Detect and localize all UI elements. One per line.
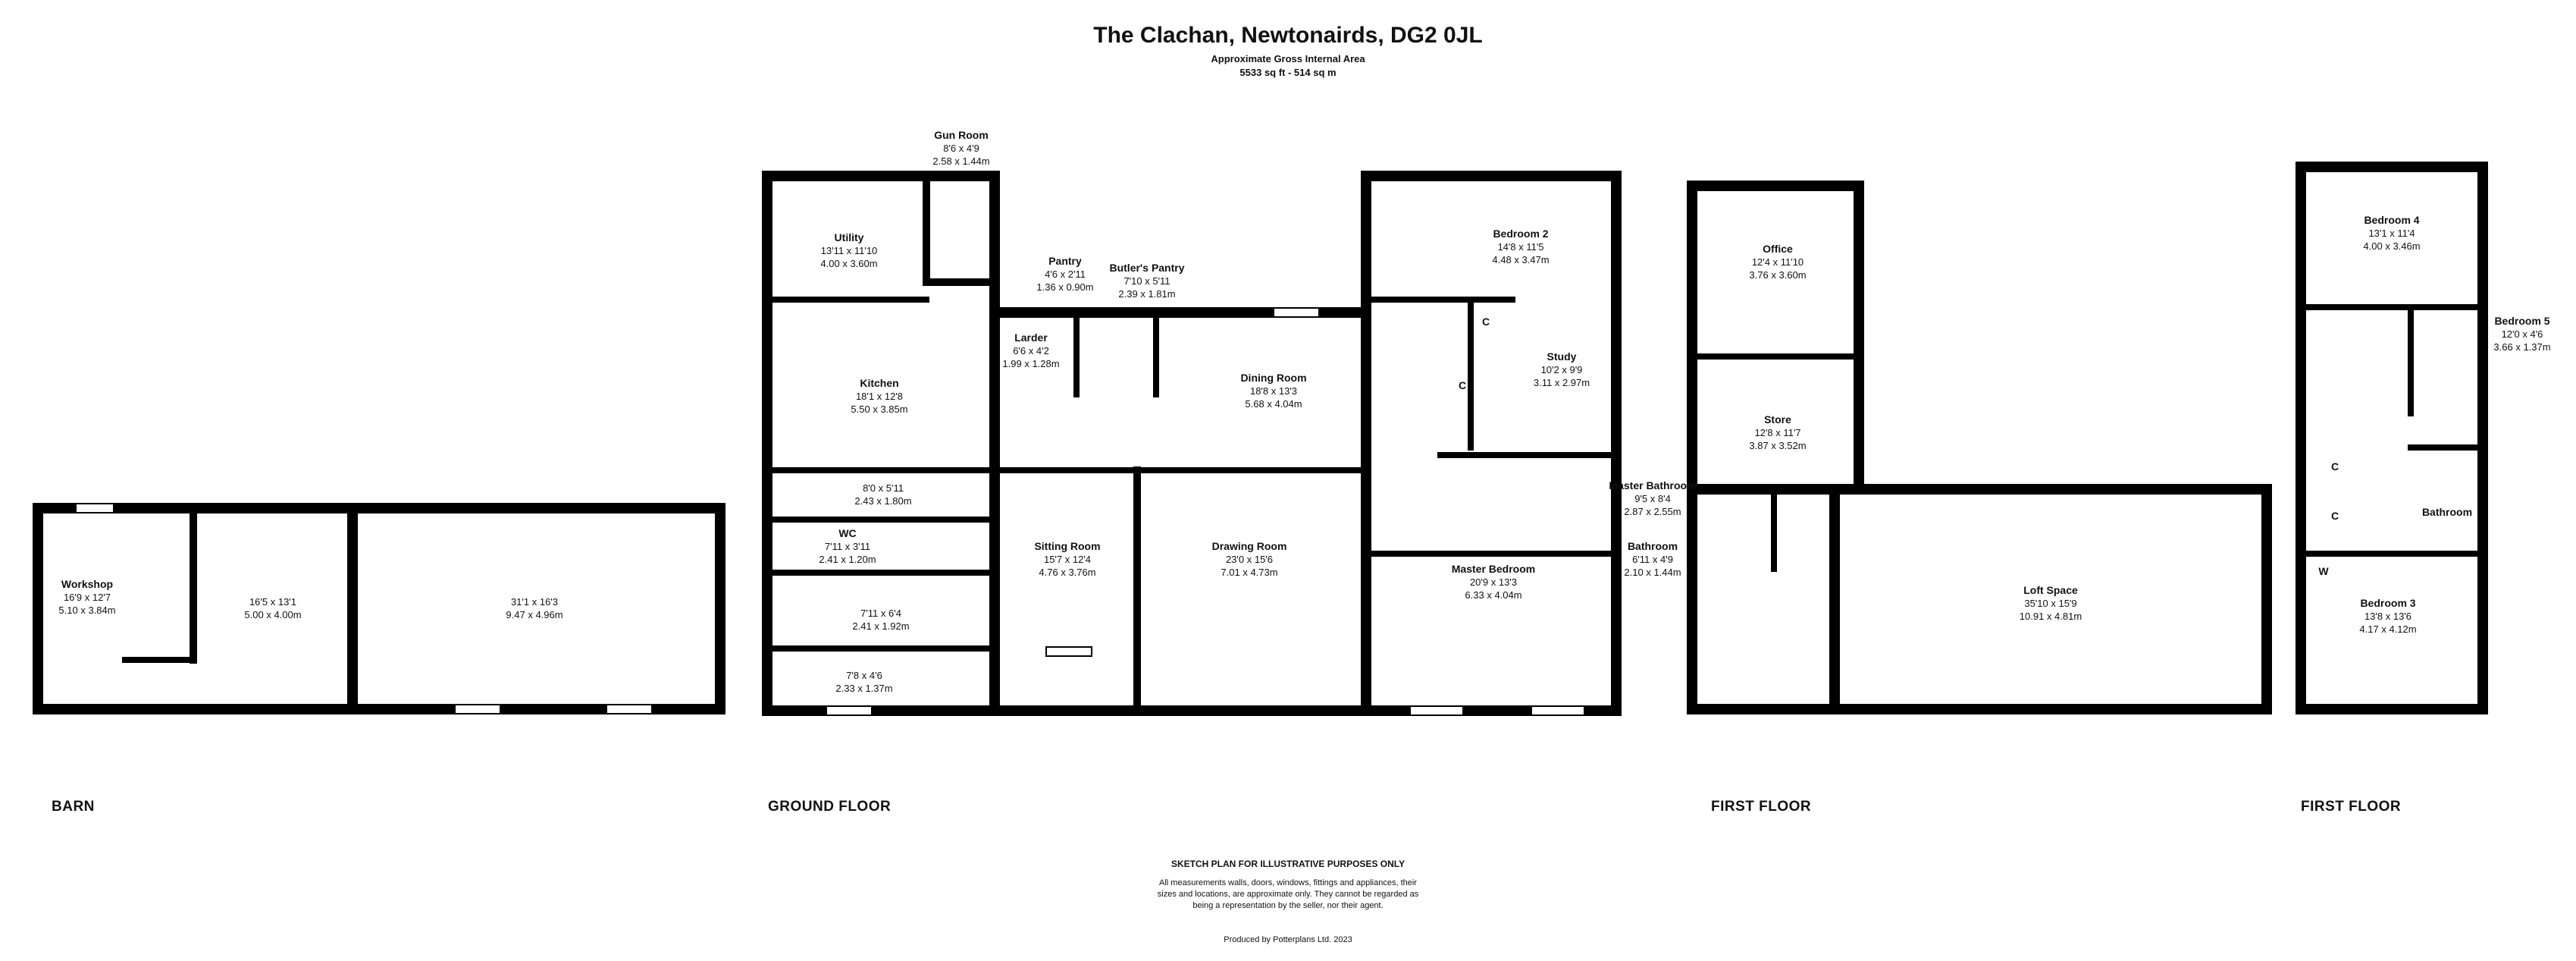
window <box>1409 705 1464 716</box>
first-east-outline <box>2296 162 2488 714</box>
disclaimer-line: All measurements walls, doors, windows, … <box>1159 878 1417 887</box>
wardrobe-mark: W <box>2318 565 2329 577</box>
ground-outline-east <box>1361 171 1622 716</box>
disclaimer-line: being a representation by the seller, no… <box>1192 901 1384 910</box>
disclaimer-line: sizes and locations, are approximate onl… <box>1157 890 1419 899</box>
window <box>1273 307 1320 318</box>
cupboard-mark: C <box>1481 316 1490 328</box>
window <box>75 503 114 513</box>
floor-label-ground: GROUND FLOOR <box>768 799 892 815</box>
cupboard-mark: C <box>1458 379 1467 391</box>
barn-outline <box>33 503 725 714</box>
windows <box>75 307 1585 716</box>
floor-label-first: FIRST FLOOR <box>1711 799 1812 815</box>
window <box>454 704 501 714</box>
window <box>606 704 653 714</box>
disclaimer-body: All measurements walls, doors, windows, … <box>0 878 2576 912</box>
window <box>1045 646 1092 657</box>
loft-outline <box>1829 484 2272 714</box>
cupboard-mark: C <box>2330 510 2339 522</box>
producer-credit: Produced by Potterplans Ltd. 2023 <box>1224 935 1352 944</box>
gun-room <box>923 172 998 286</box>
cupboard-mark: C <box>2330 460 2339 473</box>
area-label: Approximate Gross Internal Area <box>1211 53 1365 64</box>
plan-title: The Clachan, Newtonairds, DG2 0JL <box>1093 23 1483 48</box>
window <box>826 705 873 716</box>
disclaimer-heading: SKETCH PLAN FOR ILLUSTRATIVE PURPOSES ON… <box>1170 859 1406 869</box>
floor-label-barn: BARN <box>52 799 95 815</box>
walls <box>33 162 2488 716</box>
window <box>1531 705 1585 716</box>
room-label-bathroom-east: Bathroom <box>2421 506 2473 518</box>
area-value: 5533 sq ft - 514 sq m <box>1239 67 1337 78</box>
floor-label-first-east: FIRST FLOOR <box>2301 799 2402 815</box>
